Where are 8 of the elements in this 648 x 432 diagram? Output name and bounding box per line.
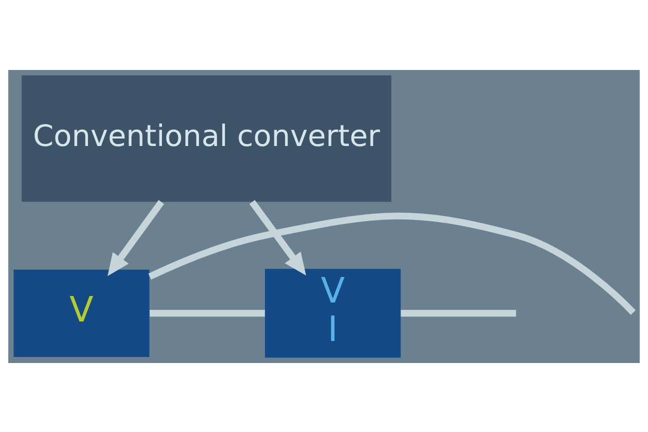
node-box: Conventional converter (22, 74, 392, 202)
connector (150, 309, 265, 316)
arrow (249, 200, 306, 276)
node-box: V I (264, 268, 401, 358)
connector (148, 212, 636, 314)
node-box: V (14, 269, 150, 356)
connector (400, 309, 516, 316)
arrow (108, 200, 164, 276)
